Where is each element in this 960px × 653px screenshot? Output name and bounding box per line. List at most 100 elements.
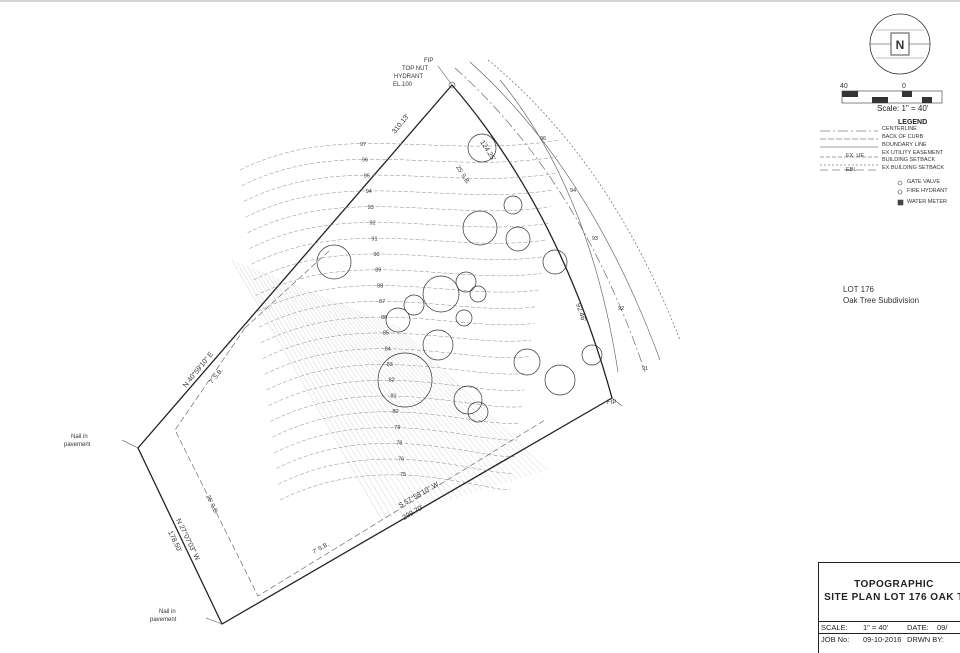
contour-line <box>243 173 556 202</box>
contour-label: 78 <box>396 441 402 447</box>
tree-icon <box>403 294 425 316</box>
contour-line <box>255 269 541 296</box>
scale-bar: 40 0 <box>840 83 943 104</box>
legend-item-ex-building-setback: EX BUILDING SETBACK <box>882 165 945 171</box>
topographic-contours: 9796959493929190898887868584838281807978… <box>239 136 648 501</box>
legend-item-boundary-line: BOUNDARY LINE <box>882 142 927 148</box>
scale-label: SCALE: <box>821 623 848 632</box>
hatch-line <box>271 275 423 509</box>
contour-label: 82 <box>389 378 395 384</box>
nail-top-label-1: Nail in <box>71 434 88 440</box>
hatch-line <box>261 271 413 512</box>
east-length-label: 92.46' <box>574 302 586 322</box>
contour-label: 97 <box>360 142 366 148</box>
contour-line <box>258 301 537 328</box>
tree-icon <box>455 271 477 293</box>
scale-value: 1" = 40' <box>863 623 889 632</box>
hatch-line <box>341 303 493 488</box>
hatch-line <box>291 283 443 503</box>
building-setback-lines <box>174 249 546 597</box>
trees <box>316 133 603 423</box>
hatch-line <box>266 273 418 510</box>
contour-label: 90 <box>373 252 379 258</box>
contour-line <box>270 395 522 422</box>
road-contour-label: 92 <box>618 306 624 312</box>
legend-item-building-setback: BUILDING SETBACK <box>882 157 936 163</box>
hatch-line <box>386 321 538 474</box>
setback-25-south-label: 25' S.B. <box>204 494 219 516</box>
contour-label: 92 <box>370 221 376 227</box>
contour-label: 83 <box>387 362 393 368</box>
contour-label: 79 <box>394 425 400 431</box>
hatch-line <box>346 305 498 486</box>
tree-icon <box>581 344 603 366</box>
tree-icon <box>422 329 454 361</box>
tree-icon <box>467 401 489 423</box>
contour-line <box>251 238 546 265</box>
scale-mark-left: 40 <box>840 83 848 90</box>
hatch-line <box>336 301 488 489</box>
legend-item-centerline: CENTERLINE <box>882 126 917 132</box>
north-letter: N <box>896 38 905 52</box>
contour-label: 80 <box>392 409 398 415</box>
contour-line <box>279 474 511 501</box>
contour-label: 95 <box>364 173 370 179</box>
lot-boundary <box>121 65 623 625</box>
hatch-line <box>366 313 518 480</box>
road-contour-label: 94 <box>570 188 576 194</box>
legend-code-ue-1: EX. UE <box>846 153 865 159</box>
tree-icon <box>544 364 576 396</box>
legend-title: LEGEND <box>898 119 928 126</box>
north-length-label: 310.13' <box>391 113 411 135</box>
hatch-line <box>296 285 448 501</box>
contour-line <box>241 156 558 186</box>
title-line-2: SITE PLAN LOT 176 OAK T <box>824 592 960 603</box>
hatch-line <box>356 309 508 483</box>
date-value: 09/ <box>937 623 948 632</box>
hatch-line <box>371 315 523 479</box>
hydrant-label-1: TOP NUT <box>402 66 428 72</box>
hatch-line <box>326 297 478 492</box>
hatch-line <box>246 265 398 516</box>
nail-bottom-label-1: Nail in <box>159 609 176 615</box>
title-block: TOPOGRAPHIC SITE PLAN LOT 176 OAK T SCAL… <box>818 562 960 653</box>
tree-icon <box>513 348 541 376</box>
contour-label: 93 <box>368 205 374 211</box>
contour-label: 96 <box>362 158 368 164</box>
hatch-line <box>331 299 483 491</box>
contour-label: 85 <box>383 331 389 337</box>
hydrant-label-2: HYDRANT <box>394 74 423 80</box>
contour-label: 84 <box>385 346 391 352</box>
road-contour-label: 93 <box>592 236 598 242</box>
hatch-line <box>276 277 428 507</box>
contour-line <box>268 380 525 406</box>
arc-length-label: 124.25' <box>478 139 496 162</box>
west-length-label: 178.50' <box>166 530 182 554</box>
contour-label: 76 <box>398 456 404 462</box>
hatch-line <box>241 263 393 518</box>
hatch-line <box>381 319 533 476</box>
hatch-line <box>301 287 453 500</box>
contour-line <box>262 332 532 359</box>
contour-label: 94 <box>366 189 372 195</box>
subdivision-name: Oak Tree Subdivision <box>843 296 920 305</box>
legend-item-water-meter: WATER METER <box>907 199 948 205</box>
hatch-line <box>391 323 543 473</box>
setback-25-north-label: 25' S.B. <box>454 165 470 186</box>
contour-line <box>239 139 561 171</box>
tree-icon <box>385 307 411 333</box>
contour-line <box>277 458 513 485</box>
hatch-line <box>256 269 408 513</box>
hatch-line <box>231 259 383 521</box>
contour-label: 87 <box>379 299 385 305</box>
contour-label: 88 <box>377 283 383 289</box>
contour-line <box>257 285 539 312</box>
contour-label: 89 <box>375 268 381 274</box>
contour-line <box>260 316 534 344</box>
date-label: DATE: <box>907 623 929 632</box>
contour-line <box>276 443 515 469</box>
contour-line <box>249 222 549 249</box>
hatch-line <box>396 325 548 471</box>
scale-text: Scale: 1" = 40' <box>877 104 929 113</box>
job-label: JOB No: <box>821 635 850 644</box>
